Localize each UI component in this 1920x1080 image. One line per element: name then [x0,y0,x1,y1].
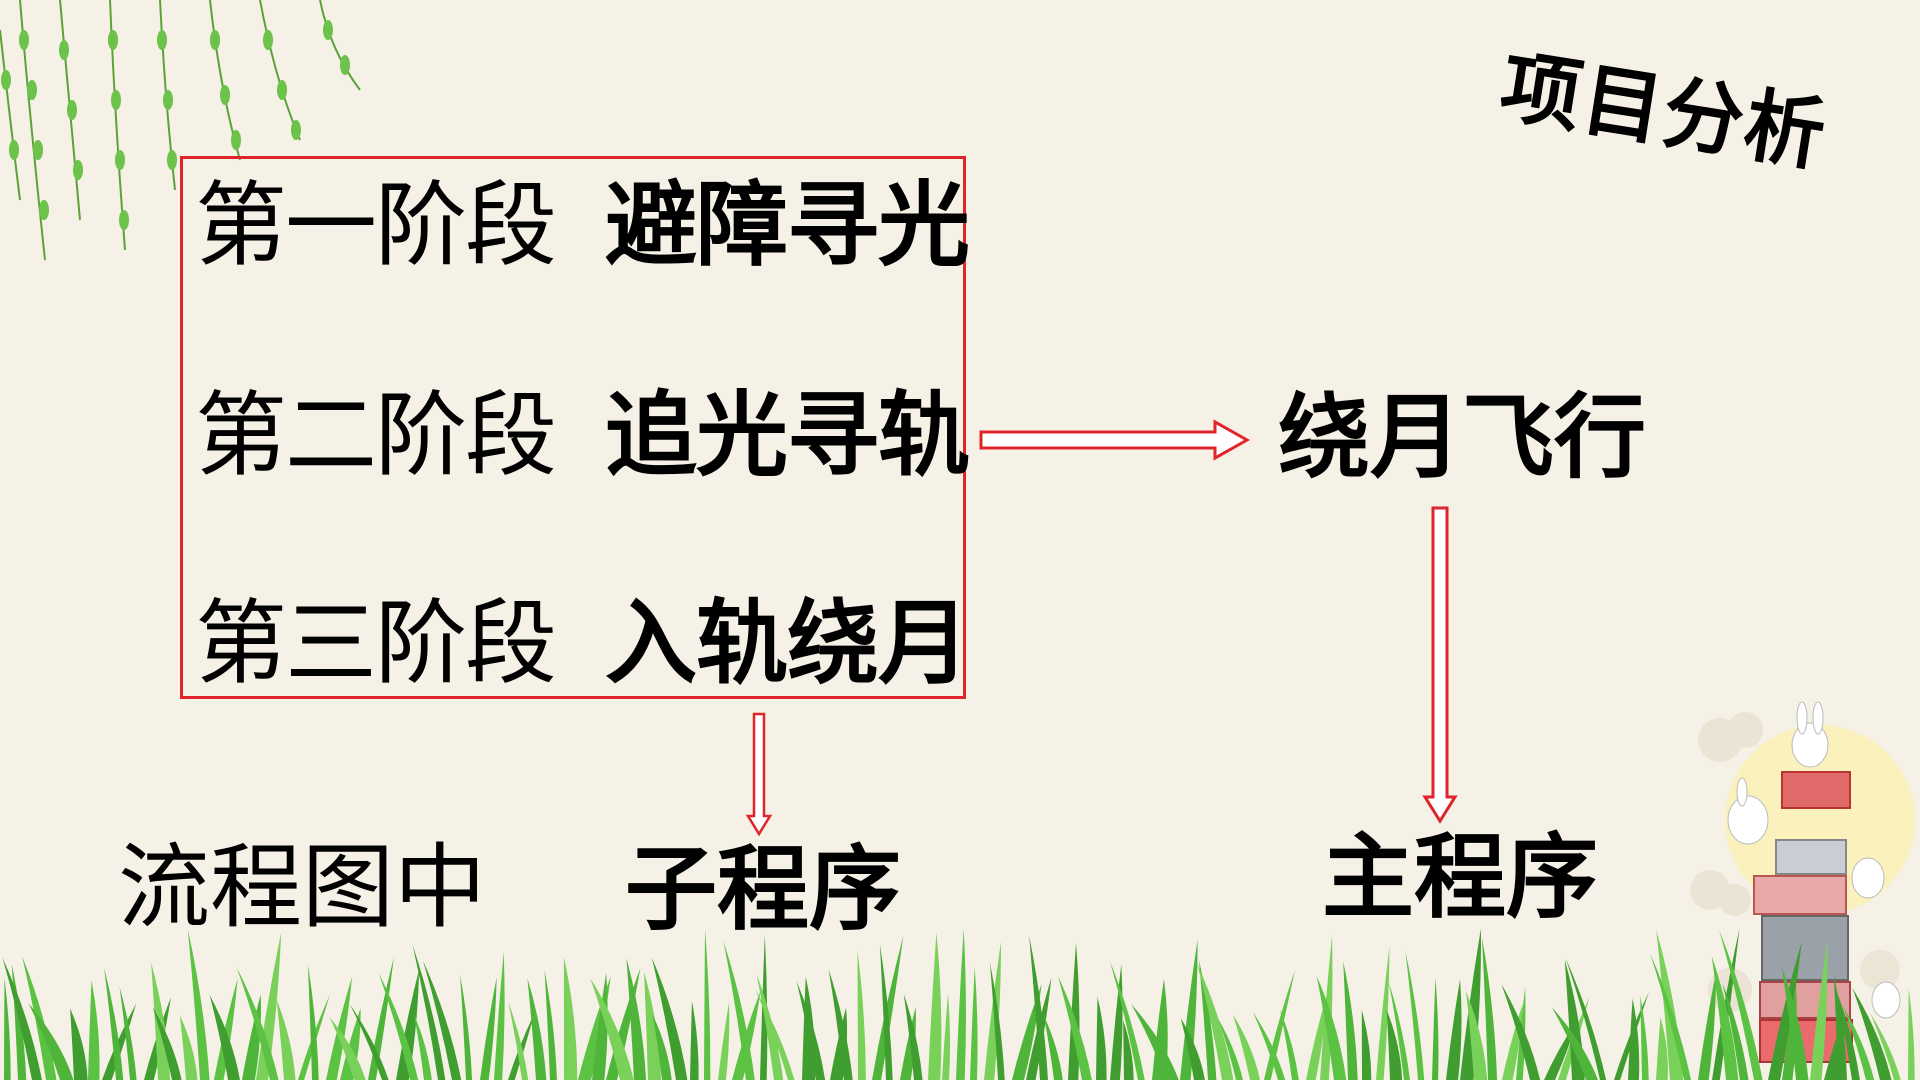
orbit-flight-node: 绕月飞行 [1278,384,1647,491]
stage-name: 追光寻轨 [605,382,970,489]
grass-decoration [2,928,1915,1080]
willow-branches-decoration [0,0,361,261]
subroutine-label: 子程序 [625,836,902,943]
stages-box [180,156,966,699]
arrow-right-icon [979,419,1251,461]
main-program-label: 主程序 [1322,824,1599,931]
stage-name: 入轨绕月 [605,590,970,697]
moon-rabbit-stack-decoration [1690,701,1915,1063]
arrow-down-icon [745,712,773,837]
stage-row: 第二阶段追光寻轨 [195,390,970,482]
arrow-down-icon [1422,506,1458,824]
stage-label: 第二阶段 [195,382,557,489]
flowchart-label: 流程图中 [118,834,487,941]
stage-label: 第三阶段 [195,590,557,697]
stage-name: 避障寻光 [605,172,970,279]
stage-row: 第一阶段避障寻光 [195,180,970,272]
stage-row: 第三阶段入轨绕月 [195,598,970,690]
stage-label: 第一阶段 [195,172,557,279]
page-title: 项目分析 [1494,39,1834,183]
